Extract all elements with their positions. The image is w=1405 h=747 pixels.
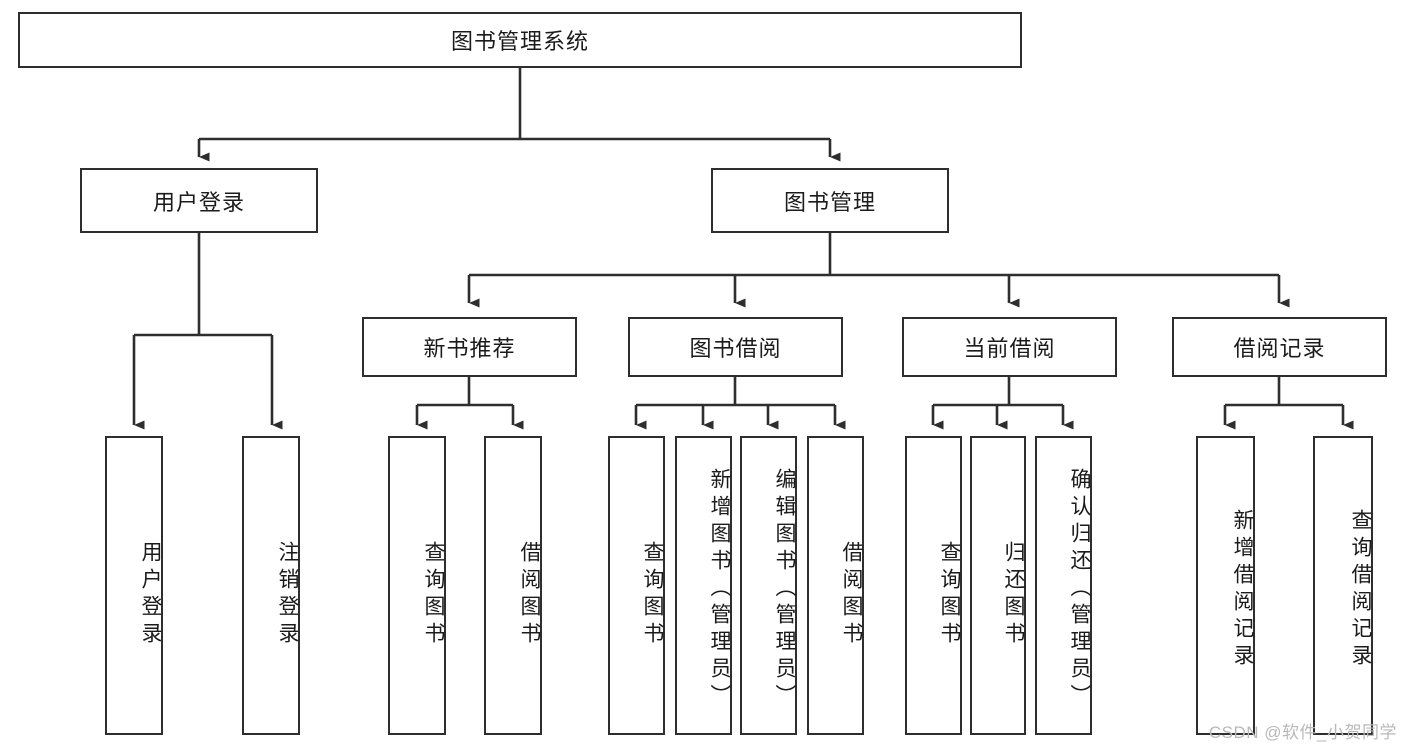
node-leaf-add-record[interactable]: 新增借阅记录 [1196, 436, 1255, 735]
node-leaf-add-book[interactable]: 新增图书（管理员） [675, 436, 732, 735]
node-leaf-query-book-2[interactable]: 查询图书 [608, 436, 665, 735]
node-label: 新增图书（管理员） [708, 468, 731, 711]
node-label: 新增借阅记录 [1231, 508, 1254, 671]
node-label: 图书管理系统 [450, 29, 589, 54]
node-label: 归还图书 [1002, 540, 1025, 649]
node-label: 查询图书 [938, 540, 961, 649]
node-label: 图书管理 [783, 189, 876, 215]
node-leaf-edit-book[interactable]: 编辑图书（管理员） [740, 436, 797, 735]
node-leaf-user-login[interactable]: 用户登录 [105, 436, 163, 735]
node-label: 用户登录 [152, 189, 245, 215]
node-label: 新书推荐 [423, 336, 516, 361]
node-leaf-user-logout[interactable]: 注销登录 [242, 436, 300, 735]
node-label: 编辑图书（管理员） [773, 468, 796, 711]
node-label: 借阅图书 [518, 540, 541, 649]
node-leaf-borrow-book-1[interactable]: 借阅图书 [484, 436, 542, 735]
node-user-login[interactable]: 用户登录 [80, 168, 318, 233]
node-borrow-record[interactable]: 借阅记录 [1172, 317, 1387, 377]
node-label: 查询借阅记录 [1349, 508, 1372, 671]
node-leaf-confirm-return[interactable]: 确认归还（管理员） [1035, 436, 1092, 735]
node-leaf-query-book-3[interactable]: 查询图书 [905, 436, 962, 735]
node-leaf-return-book[interactable]: 归还图书 [970, 436, 1026, 735]
watermark: CSDN @软件_小贺同学 [1208, 723, 1397, 742]
node-book-manage[interactable]: 图书管理 [711, 168, 949, 233]
node-label: 图书借阅 [689, 336, 782, 361]
node-book-borrow[interactable]: 图书借阅 [628, 317, 843, 377]
node-label: 确认归还（管理员） [1068, 468, 1091, 711]
node-label: 查询图书 [641, 540, 664, 649]
node-label: 查询图书 [422, 540, 445, 649]
node-root-system[interactable]: 图书管理系统 [18, 12, 1022, 68]
node-leaf-borrow-book-2[interactable]: 借阅图书 [807, 436, 864, 735]
node-label: 借阅图书 [840, 540, 863, 649]
node-new-book-recommend[interactable]: 新书推荐 [362, 317, 577, 377]
node-label: 借阅记录 [1233, 336, 1326, 361]
node-current-borrow[interactable]: 当前借阅 [902, 317, 1117, 377]
node-leaf-query-record[interactable]: 查询借阅记录 [1313, 436, 1373, 735]
node-label: 注销登录 [276, 540, 299, 649]
node-leaf-query-book-1[interactable]: 查询图书 [388, 436, 446, 735]
node-label: 当前借阅 [963, 336, 1056, 361]
node-label: 用户登录 [139, 540, 162, 649]
